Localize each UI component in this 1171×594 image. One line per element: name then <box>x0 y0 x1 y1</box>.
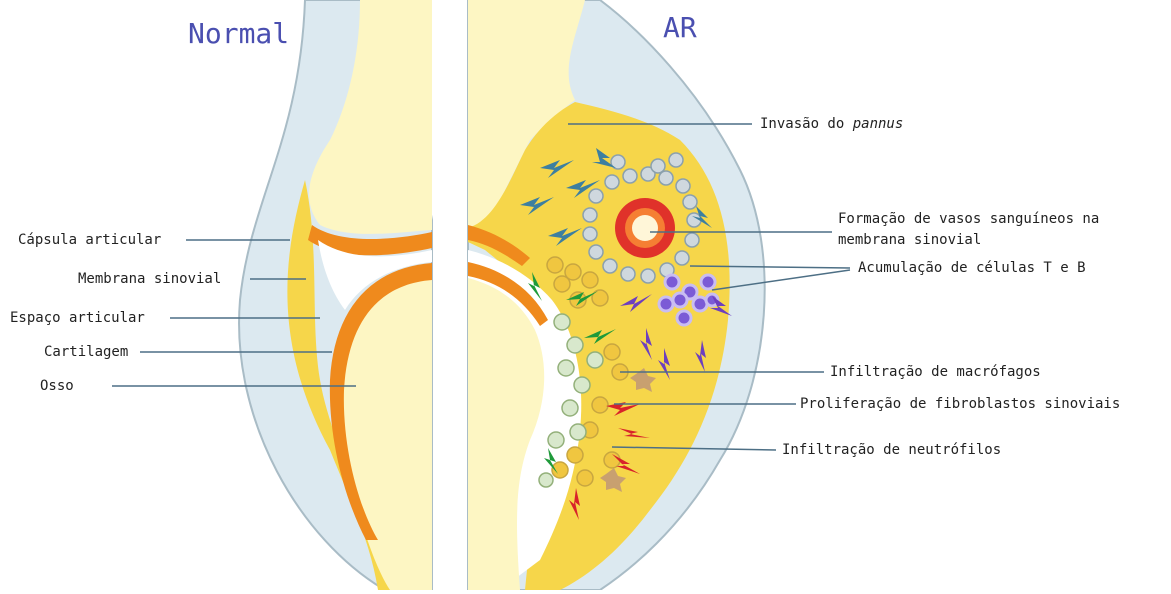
label-neutrophils: Infiltração de neutrófilos <box>782 441 1001 459</box>
label-pannus-invasion: Invasão do pannus <box>760 115 903 133</box>
normal-title: Normal <box>188 20 289 48</box>
label-joint-space: Espaço articular <box>10 309 145 327</box>
label-bone: Osso <box>40 377 74 395</box>
blood-vessel-lumen <box>632 215 658 241</box>
label-vessel-formation-1: Formação de vasos sanguíneos na <box>838 210 1099 228</box>
label-macrophages: Infiltração de macrófagos <box>830 363 1041 381</box>
label-cartilage: Cartilagem <box>44 343 128 361</box>
ra-title: AR <box>663 14 697 42</box>
label-vessel-formation-2: membrana sinovial <box>838 231 981 249</box>
label-pannus-prefix: Invasão do <box>760 116 853 132</box>
label-fibroblasts: Proliferação de fibroblastos sinoviais <box>800 395 1120 413</box>
label-tb-cells: Acumulação de células T e B <box>858 259 1086 277</box>
label-pannus-word: pannus <box>853 116 904 132</box>
normal-joint <box>239 0 432 590</box>
label-synovial-membrane: Membrana sinovial <box>78 270 221 288</box>
ra-joint <box>468 0 765 590</box>
label-joint-capsule: Cápsula articular <box>18 231 161 249</box>
